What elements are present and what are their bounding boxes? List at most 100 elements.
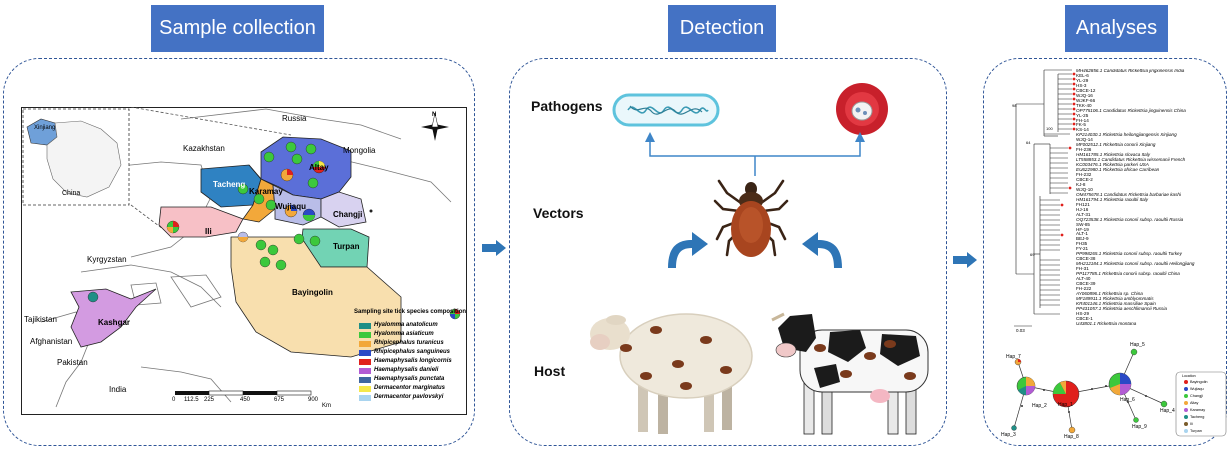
network-legend-item: Bayingolin <box>1190 380 1208 384</box>
hap-label: Hap_2 <box>1032 403 1047 409</box>
scale-tick: 112.5 <box>184 397 199 403</box>
hap-label: Hap_4 <box>1160 408 1175 414</box>
tree-leaf: KP214030.1 Rickettsia heilongjiangensis … <box>1076 132 1177 138</box>
tree-leaf: TKK-40 <box>1076 102 1092 108</box>
inset-label-china: China <box>62 190 81 197</box>
map-legend-item: Haemaphysalis danieli <box>374 367 439 373</box>
tree-leaf: KC003476.1 Rickettsia parkeri USA <box>1076 162 1149 168</box>
map-legend-item: Dermacentor marginatus <box>374 385 446 391</box>
tree-leaf: YL-29 <box>1076 77 1089 83</box>
tree-leaf: FH121 <box>1076 201 1090 207</box>
tree-leaf-labels: MH462856.1 Candidatus Rickettsia jingxin… <box>1076 69 1226 327</box>
tree-leaf: KS-14 <box>1076 127 1089 133</box>
tree-leaf: KR401146.1 Rickettsia massiliae Spain <box>1076 300 1156 306</box>
tree-leaf: AY060896.1 Rickettsia sp. China <box>1076 290 1143 296</box>
region-changji <box>320 191 367 228</box>
tree-leaf: FH-31 <box>1076 266 1089 272</box>
network-legend-title: Location <box>1182 374 1196 378</box>
network-legend-item: Karamay <box>1190 408 1206 412</box>
tree-leaf: ALT-1 <box>1076 231 1088 237</box>
map-legend-item: Hyalomma anatolicum <box>374 322 438 328</box>
tree-leaf: MH212184.1 Rickettsia conorii subsp. rao… <box>1076 261 1195 267</box>
header-analyses: Analyses <box>1065 5 1168 52</box>
network-legend-item: Ili <box>1190 422 1193 426</box>
map-legend-item: Rhipicephalus turanicus <box>374 340 444 346</box>
label-vectors: Vectors <box>533 205 584 221</box>
tree-leaf: KJ-8 <box>1076 181 1086 187</box>
scale-tick: 675 <box>274 397 285 403</box>
compass-label: N <box>432 112 437 118</box>
tree-leaf: HS-3 <box>1076 82 1087 88</box>
map-legend-title: Sampling site tick species composition <box>354 309 467 315</box>
tree-bootstrap: 98 <box>1012 103 1017 108</box>
scale-tick: 225 <box>204 397 215 403</box>
tree-leaf: HM161794.1 Rickettsia raoultii Italy <box>1076 196 1149 202</box>
region-label-karamay: Karamay <box>249 187 283 196</box>
region-label-ili: Ili <box>205 227 212 236</box>
hap-label: Hap_9 <box>1132 424 1147 430</box>
tree-leaf: YL-25 <box>1076 112 1089 118</box>
country-label-tajikistan: Tajikistan <box>24 315 57 324</box>
tree-leaf: EU622980.1 Rickettsia africae Carribean <box>1076 167 1160 173</box>
network-legend-item: Wujiaqu <box>1190 387 1204 391</box>
tree-leaf: FH35 <box>1076 241 1088 247</box>
tree-leaf: HF-19 <box>1076 226 1089 232</box>
inset-label-xinjiang: Xinjiang <box>34 125 56 131</box>
network-legend-list: Bayingolin Wujiaqu Changji Altay Karamay… <box>1190 379 1208 435</box>
scale-bar <box>175 390 312 396</box>
country-label-kyrgyzstan: Kyrgyzstan <box>87 255 127 264</box>
tree-leaf: HS-29 <box>1076 310 1090 316</box>
bacterium-icon <box>612 93 720 127</box>
tree-scale-label: 0.03 <box>1016 328 1025 333</box>
header-sample-collection: Sample collection <box>151 5 324 52</box>
tree-leaf: U43801.1 Rickettsia montana <box>1076 320 1137 326</box>
tree-bootstrap: 69 <box>1030 252 1035 257</box>
map-legend-swatches <box>359 323 371 401</box>
country-label-kazakhstan: Kazakhstan <box>183 144 225 153</box>
region-label-turpan: Turpan <box>333 242 360 251</box>
tree-leaf: OM475678.1 Candidatus Rickettsia barbari… <box>1076 191 1181 197</box>
country-label-afghanistan: Afghanistan <box>30 337 73 346</box>
region-kashgar <box>70 288 157 348</box>
tree-leaf: HM161785.1 Rickettsia slovaca Italy <box>1076 152 1151 158</box>
tick-icon <box>713 179 789 257</box>
country-label-russia: Russia <box>282 114 307 123</box>
tree-bootstrap: 64 <box>1026 140 1031 145</box>
hap-label: Hap_6 <box>1120 397 1135 403</box>
region-label-kashgar: Kashgar <box>98 318 131 327</box>
hap-label: Hap_7 <box>1006 354 1021 360</box>
region-label-altay: Altay <box>309 163 329 172</box>
network-legend-item: Altay <box>1190 401 1199 405</box>
tree-leaf: BEJ-9 <box>1076 236 1089 242</box>
tree-leaf: FY-21 <box>1076 246 1089 252</box>
map-legend-list: Hyalomma anatolicum Hyalomma asiaticum R… <box>374 321 464 402</box>
scale-tick: 900 <box>308 397 319 403</box>
pathogen-connector <box>645 132 865 176</box>
tree-leaf: HJ-16 <box>1076 206 1089 212</box>
tree-leaf: SW-85 <box>1076 221 1090 227</box>
xinjiang-map <box>22 107 461 408</box>
tree-leaf: FH-14 <box>1076 117 1089 123</box>
map-legend-item: Dermacentor pavlovskyi <box>374 394 444 400</box>
label-pathogens: Pathogens <box>531 98 603 114</box>
arrow-right-icon <box>953 252 977 268</box>
network-legend-item: Changji <box>1190 394 1203 398</box>
tree-leaf: PP998265.1 Rickettsia conorii subsp. rao… <box>1076 251 1182 257</box>
region-label-wujiaqu: Wujiaqu <box>275 202 306 211</box>
tree-leaf: CBCE-12 <box>1076 87 1096 93</box>
tree-leaf: WJQ-16 <box>1076 92 1093 98</box>
label-host: Host <box>534 363 566 379</box>
tree-leaf: MH462856.1 Candidatus Rickettsia jingxin… <box>1076 69 1185 73</box>
tree-leaf: CBCE-1 <box>1076 315 1093 321</box>
map-legend-item: Hyalomma asiaticum <box>374 331 434 337</box>
haplotype-network <box>1011 348 1227 437</box>
tree-leaf: CBCE-2 <box>1076 176 1093 182</box>
tree-leaf: KEL-6 <box>1076 72 1089 78</box>
region-label-changji: Changji <box>333 210 363 219</box>
tree-leaf: CBCE-39 <box>1076 280 1096 286</box>
tree-leaf: ALT-31 <box>1076 211 1091 217</box>
tree-leaf: PP431057.1 Rickettsia aeschlimannii Russ… <box>1076 305 1167 311</box>
tree-leaf: LT558853.1 Candidatus Rickettsia wissema… <box>1076 157 1186 163</box>
header-detection: Detection <box>668 5 776 52</box>
region-label-tacheng: Tacheng <box>213 180 246 189</box>
